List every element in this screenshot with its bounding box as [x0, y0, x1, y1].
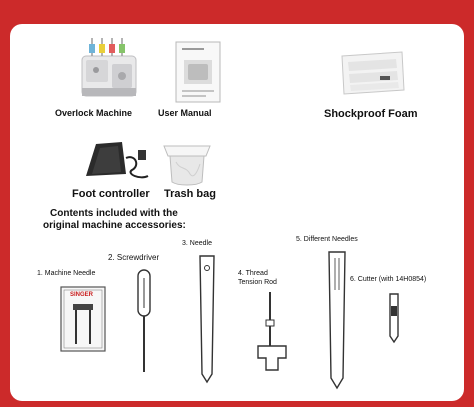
needle-brand-text: SINGER [70, 292, 94, 298]
screwdriver-image [134, 268, 154, 376]
cutter-image [386, 292, 402, 344]
machine-needle-image [60, 286, 106, 352]
different-needles-image [326, 250, 348, 390]
thread-tension-rod-image [250, 290, 292, 374]
trash-bag-label: Trash bag [164, 188, 216, 200]
shockproof-foam-image [336, 46, 408, 98]
machine-needle-label: 1. Machine Needle [37, 270, 96, 277]
contents-heading-line2: original machine accessories: [43, 220, 186, 231]
overlock-machine-label: Overlock Machine [55, 108, 133, 118]
screwdriver-label: 2. Screwdriver [108, 253, 160, 262]
contents-heading-line1: Contents included with the [50, 208, 178, 219]
thread-tension-rod-label-line2: Tension Rod [238, 279, 277, 286]
foot-controller-image [82, 136, 152, 186]
thread-tension-rod-label-line1: 4. Thread [238, 270, 268, 277]
trash-bag-image [160, 140, 214, 188]
overlock-machine-image [76, 34, 142, 100]
needle-label: 3. Needle [182, 240, 212, 247]
different-needles-label: 5. Different Needles [296, 236, 358, 243]
needle-image [196, 254, 218, 384]
user-manual-label: User Manual [158, 108, 212, 118]
user-manual-image [174, 40, 222, 104]
shockproof-foam-label: Shockproof Foam [324, 108, 418, 120]
foot-controller-label: Foot controller [72, 188, 150, 200]
cutter-label: 6. Cutter (with 14H0854) [350, 276, 427, 283]
accessories-panel: Overlock Machine User Manual Shockproof … [10, 24, 464, 401]
